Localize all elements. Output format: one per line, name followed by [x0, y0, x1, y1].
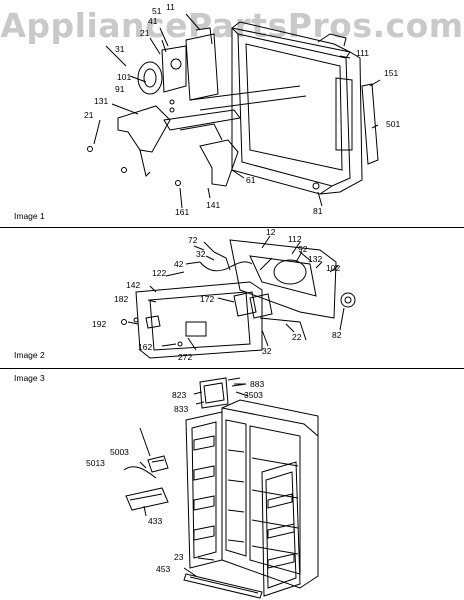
callout: 122	[152, 268, 166, 278]
callout: 111	[356, 48, 369, 58]
callout: 112	[288, 234, 302, 244]
callout: 51	[152, 6, 162, 16]
callout: 161	[175, 207, 189, 217]
callout: 453	[156, 564, 170, 574]
callout: 22	[292, 332, 302, 342]
panel-1-drawing	[87, 13, 381, 209]
callout: 5003	[110, 447, 129, 457]
callout: 31	[115, 44, 125, 54]
panel-3-label: Image 3	[14, 373, 45, 383]
callout: 42	[174, 259, 184, 269]
panel-2-callouts: 72 12 112 92 42 32 132 122 102 142 182 1…	[92, 227, 342, 362]
callout: 32	[262, 346, 272, 356]
callout: 82	[332, 330, 342, 340]
callout: 81	[313, 206, 323, 216]
callout: 131	[94, 96, 108, 106]
callout: 3503	[244, 390, 263, 400]
panel-2-drawing	[121, 235, 356, 359]
callout: 91	[115, 84, 125, 94]
callout: 151	[384, 68, 398, 78]
callout: 102	[326, 263, 340, 273]
callout: 5013	[86, 458, 105, 468]
callout: 182	[114, 294, 128, 304]
callout: 72	[188, 235, 198, 245]
callout: 11	[166, 2, 175, 12]
callout: 433	[148, 516, 162, 526]
callout: 501	[386, 119, 400, 129]
callout: 92	[298, 244, 308, 254]
callout: 833	[174, 404, 188, 414]
callout: 142	[126, 280, 140, 290]
callout: 12	[266, 227, 276, 237]
callout: 162	[138, 342, 152, 352]
callout: 61	[246, 175, 256, 185]
callout: 141	[206, 200, 220, 210]
callout: 101	[117, 72, 131, 82]
callout: 41	[148, 16, 158, 26]
panel-3-callouts: 883 3503 823 833 5003 5013 433 23 453	[86, 379, 264, 574]
callout: 192	[92, 319, 106, 329]
callout: 172	[200, 294, 214, 304]
panel-1-callouts: 11 51 41 21 31 101 91 131 21 111 151 501…	[84, 2, 400, 217]
panel-3-drawing	[123, 377, 319, 599]
callout: 21	[84, 110, 94, 120]
callout: 21	[140, 28, 150, 38]
panel-1-label: Image 1	[14, 211, 45, 221]
callout: 32	[196, 249, 206, 259]
callout: 823	[172, 390, 186, 400]
callout: 132	[308, 254, 322, 264]
panel-2-label: Image 2	[14, 350, 45, 360]
callout: 883	[250, 379, 264, 389]
callout: 23	[174, 552, 184, 562]
callout: 272	[178, 352, 192, 362]
